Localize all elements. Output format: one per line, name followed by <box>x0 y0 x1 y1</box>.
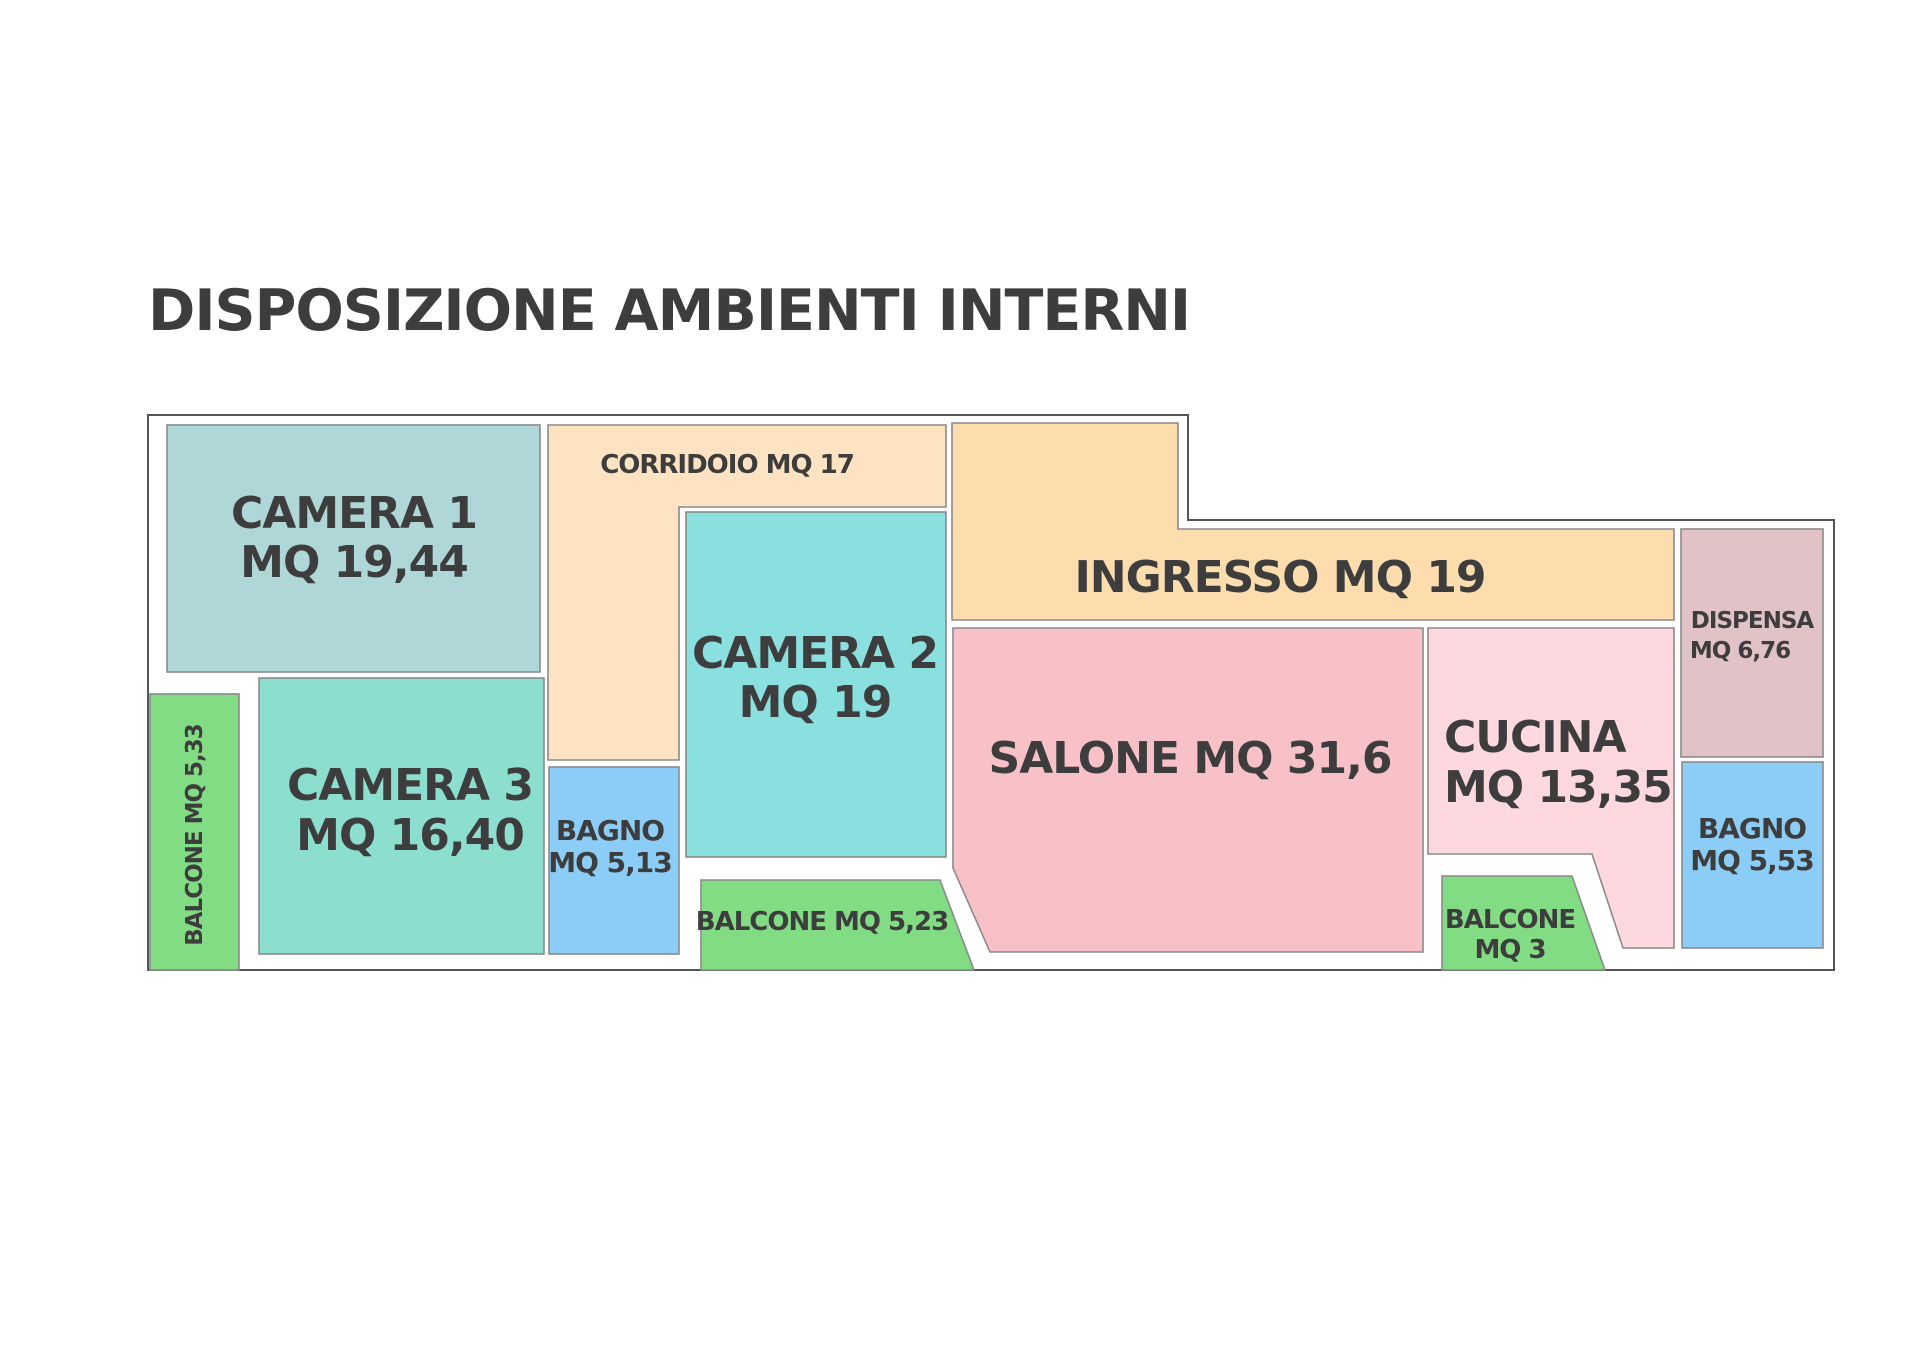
room-camera-3 <box>258 677 545 955</box>
label-balcone-3-name: BALCONE <box>1445 905 1575 935</box>
label-camera-3-name: CAMERA 3 <box>287 760 533 811</box>
label-cucina-area: MQ 13,35 <box>1444 762 1672 813</box>
label-bagno-2-name: BAGNO <box>1698 812 1806 845</box>
room-corridoio <box>547 424 947 761</box>
room-salone <box>952 627 1424 953</box>
room-bagno-1 <box>548 766 680 955</box>
label-salone: SALONE MQ 31,6 <box>989 733 1392 784</box>
room-dispensa <box>1680 528 1824 758</box>
label-camera-1-area: MQ 19,44 <box>240 537 468 588</box>
label-bagno-2-area: MQ 5,53 <box>1690 844 1814 877</box>
label-cucina-name: CUCINA <box>1444 712 1627 763</box>
label-corridoio: CORRIDOIO MQ 17 <box>600 450 854 480</box>
label-camera-2-name: CAMERA 2 <box>692 628 938 679</box>
label-balcone-2: BALCONE MQ 5,23 <box>696 907 948 937</box>
room-balcone-1 <box>149 693 240 971</box>
label-ingresso: INGRESSO MQ 19 <box>1074 552 1485 603</box>
room-cucina <box>1427 627 1675 949</box>
label-camera-2-area: MQ 19 <box>739 677 892 728</box>
room-camera-1 <box>166 424 541 673</box>
label-bagno-1-name: BAGNO <box>556 814 664 847</box>
label-camera-3-area: MQ 16,40 <box>296 810 524 861</box>
label-dispensa-area: MQ 6,76 <box>1690 638 1790 664</box>
room-balcone-2 <box>700 879 976 971</box>
room-ingresso <box>951 422 1675 621</box>
label-balcone-1: BALCONE MQ 5,33 <box>182 724 208 946</box>
label-dispensa-name: DISPENSA <box>1691 608 1815 634</box>
room-camera-2 <box>685 511 947 858</box>
label-camera-1-name: CAMERA 1 <box>231 488 477 539</box>
room-balcone-3 <box>1441 875 1607 971</box>
page-title: DISPOSIZIONE AMBIENTI INTERNI <box>148 278 1191 344</box>
room-bagno-2 <box>1681 761 1824 949</box>
label-bagno-1-area: MQ 5,13 <box>548 846 672 879</box>
apartment-outline <box>147 414 1835 971</box>
label-balcone-3-area: MQ 3 <box>1474 935 1545 965</box>
